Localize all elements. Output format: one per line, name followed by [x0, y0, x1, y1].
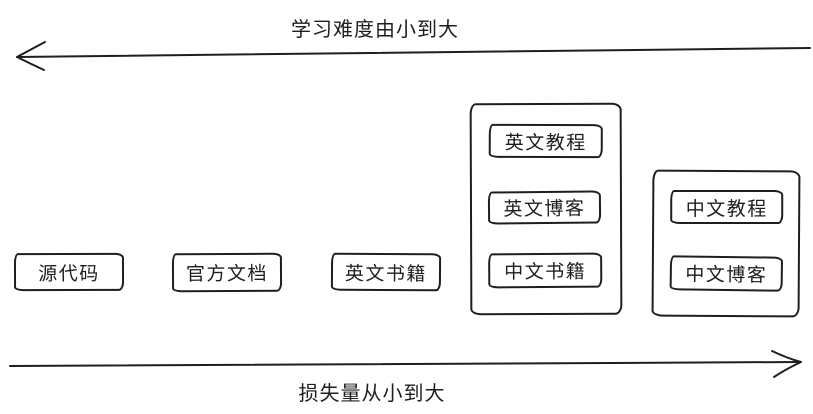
- group-advanced-sources: 英文教程 英文博客 中文书籍: [469, 102, 623, 316]
- loss-axis-arrow: [9, 350, 802, 378]
- node-source-code: 源代码: [13, 252, 125, 292]
- node-label: 源代码: [38, 263, 100, 285]
- node-label: 官方文档: [185, 263, 269, 286]
- loss-axis-label: 损失量从小到大: [298, 383, 446, 405]
- node-label: 中文教程: [685, 198, 768, 220]
- node-english-books: 英文书籍: [330, 252, 442, 292]
- node-chinese-books: 中文书籍: [488, 252, 603, 289]
- node-chinese-blogs: 中文博客: [669, 255, 784, 292]
- node-label: 英文博客: [503, 198, 586, 221]
- difficulty-axis-arrow: [16, 41, 811, 71]
- group-chinese-sources: 中文教程 中文博客: [651, 169, 801, 318]
- node-chinese-tutorials: 中文教程: [670, 190, 784, 225]
- node-label: 中文博客: [685, 264, 768, 287]
- node-label: 英文教程: [504, 132, 587, 154]
- node-english-tutorials: 英文教程: [488, 123, 603, 159]
- node-label: 英文书籍: [344, 263, 428, 285]
- difficulty-axis-label: 学习难度由小到大: [291, 19, 459, 41]
- node-english-blogs: 英文博客: [487, 190, 602, 225]
- node-label: 中文书籍: [504, 261, 587, 284]
- node-official-docs: 官方文档: [171, 252, 283, 293]
